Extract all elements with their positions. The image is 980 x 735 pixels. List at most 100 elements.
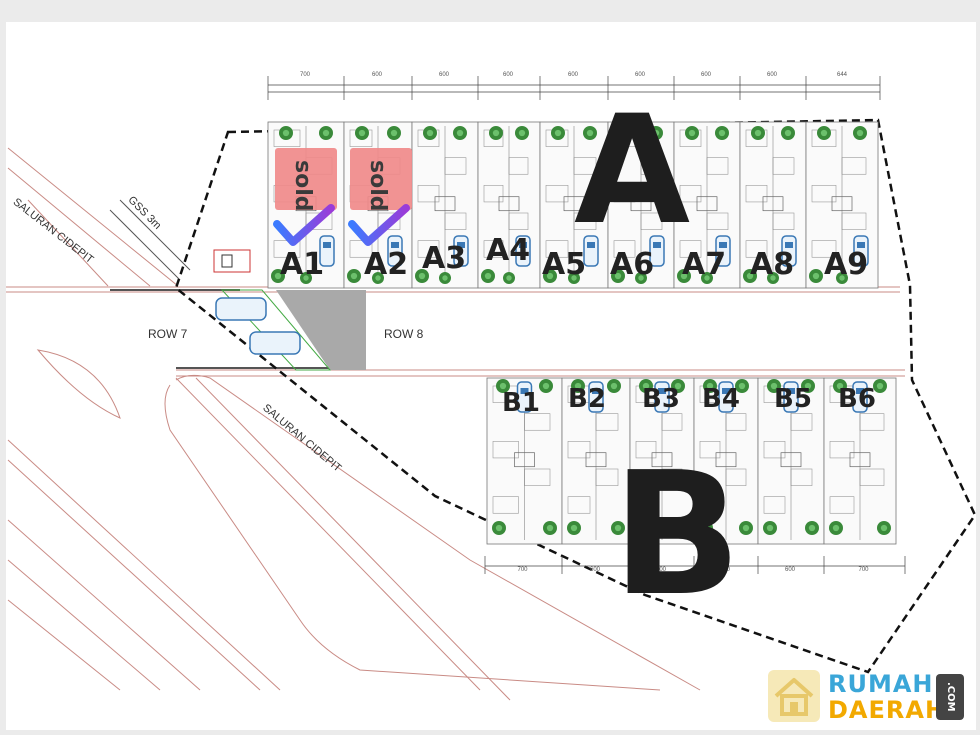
tree-icon: [735, 379, 749, 393]
dimension-label-bottom: 600: [656, 567, 667, 573]
tree-icon: [751, 126, 765, 140]
tree-icon: [539, 379, 553, 393]
unit-label-a3: A3: [422, 241, 467, 276]
tree-icon: [567, 521, 581, 535]
tree-icon: [543, 269, 557, 283]
tree-icon: [439, 272, 451, 284]
tree-icon: [767, 272, 779, 284]
dimension-label-top: 600: [503, 72, 514, 78]
tree-icon: [611, 521, 625, 535]
tree-icon: [515, 126, 529, 140]
tree-icon: [568, 272, 580, 284]
tree-icon: [649, 126, 663, 140]
unit-label-a4: A4: [486, 233, 531, 268]
dimension-ticks-bottom: [484, 556, 906, 574]
unit-label-b3: B3: [642, 384, 680, 414]
tree-icon: [677, 269, 691, 283]
tree-icon: [805, 521, 819, 535]
dimension-label-bottom: 600: [785, 567, 796, 573]
logo-suffix-badge: .COM: [936, 674, 964, 720]
tree-icon: [853, 126, 867, 140]
dimension-label-bottom: 700: [858, 567, 869, 573]
road-label-row7: ROW 7: [148, 327, 188, 341]
tree-icon: [347, 269, 361, 283]
car-icon: [516, 381, 533, 413]
tree-icon: [271, 269, 285, 283]
dimension-label-bottom: 600: [590, 567, 601, 573]
tree-icon: [503, 272, 515, 284]
car-icon: [583, 235, 599, 267]
car-icon: [453, 235, 469, 267]
car-icon: [654, 381, 670, 413]
unit-label-a2: A2: [364, 247, 409, 282]
check-icon: [273, 204, 335, 246]
tree-icon: [639, 379, 653, 393]
tree-icon: [817, 126, 831, 140]
tree-icon: [372, 272, 384, 284]
tree-icon: [279, 126, 293, 140]
dimension-label-top: 600: [439, 72, 450, 78]
entrance-area: [213, 249, 366, 371]
house-icon: [768, 670, 820, 722]
block-a-letter: A: [574, 84, 691, 258]
tree-icon: [635, 521, 649, 535]
tree-icon: [763, 521, 777, 535]
unit-label-b6: B6: [838, 384, 876, 414]
tree-icon: [801, 379, 815, 393]
gss-lines: [109, 199, 330, 369]
car-icon: [588, 381, 604, 413]
unit-label-a5: A5: [542, 247, 587, 282]
car-icon: [853, 235, 869, 267]
dimension-label-top: 644: [837, 72, 848, 78]
dimension-label-top: 600: [635, 72, 646, 78]
unit-label-b4: B4: [702, 384, 740, 414]
dimension-label-top: 700: [300, 72, 311, 78]
unit-label-a8: A8: [750, 247, 795, 282]
logo-suffix: .COM: [945, 682, 956, 712]
logo-text-line2: DAERAH: [828, 696, 947, 724]
block-b-unit-plan: [693, 377, 759, 545]
dimension-lines: [268, 84, 905, 567]
site-boundary: [174, 118, 977, 674]
car-icon: [319, 235, 335, 267]
tree-icon: [583, 126, 597, 140]
tree-icon: [836, 272, 848, 284]
tree-icon: [743, 269, 757, 283]
tree-icon: [781, 126, 795, 140]
tree-icon: [767, 379, 781, 393]
block-b-letter: B: [612, 436, 742, 634]
tree-icon: [635, 272, 647, 284]
unit-label-a1: A1: [280, 247, 325, 282]
tree-icon: [300, 272, 312, 284]
car-icon: [515, 235, 531, 267]
tree-icon: [675, 521, 689, 535]
road-label-row8: ROW 8: [384, 327, 424, 341]
car-icon: [649, 235, 665, 267]
tree-icon: [543, 521, 557, 535]
car-icon: [718, 381, 734, 413]
car-icon: [852, 381, 868, 413]
car-icon: [715, 235, 731, 267]
tree-icon: [492, 521, 506, 535]
tree-icon: [685, 126, 699, 140]
tree-icon: [453, 126, 467, 140]
logo-text-line1: RUMAH: [828, 670, 934, 698]
car-icon: [387, 235, 403, 267]
dimension-label-top: 600: [767, 72, 778, 78]
unit-label-b5: B5: [774, 384, 812, 414]
car-icon: [781, 235, 797, 267]
block-b-buildings: [486, 377, 897, 545]
dimension-label-bottom: 600: [720, 567, 731, 573]
sold-badge-a1: [275, 148, 337, 210]
tree-icon: [701, 272, 713, 284]
tree-icon: [699, 521, 713, 535]
tree-icon: [355, 126, 369, 140]
unit-label-a9: A9: [824, 247, 869, 282]
unit-label-b2: B2: [568, 384, 606, 414]
tree-icon: [551, 126, 565, 140]
dimension-label-top: 600: [568, 72, 579, 78]
tree-icon: [571, 379, 585, 393]
tree-icon: [415, 269, 429, 283]
